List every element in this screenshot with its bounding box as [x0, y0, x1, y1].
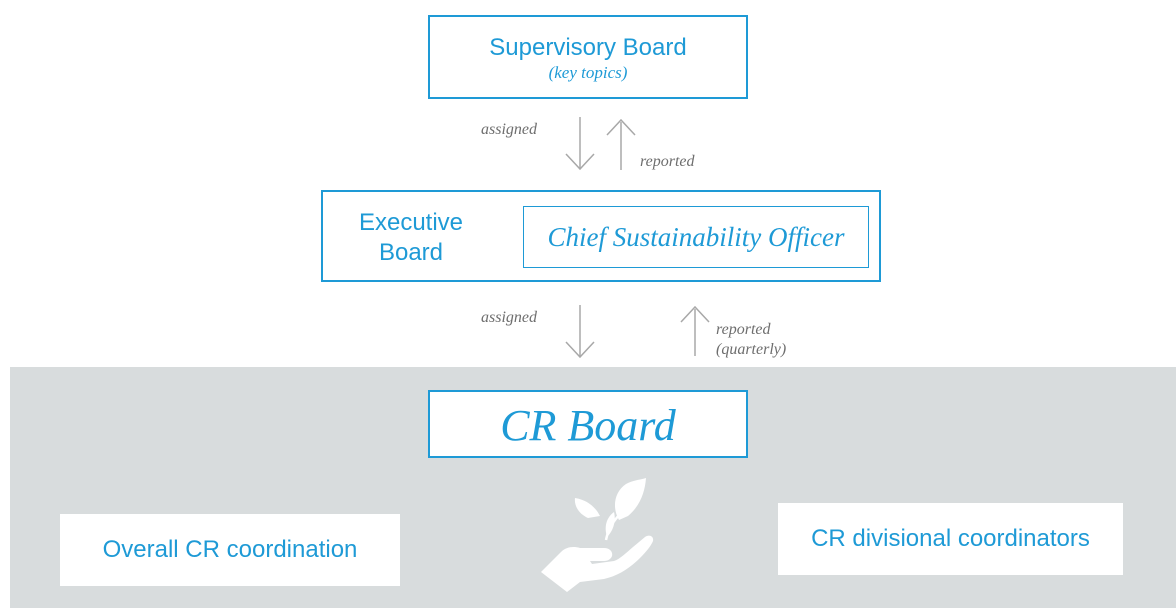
overall-cr-coordination-box: Overall CR coordination	[60, 514, 400, 586]
assigned-label-middle: assigned	[481, 309, 537, 326]
supervisory-board-title: Supervisory Board	[489, 34, 687, 61]
executive-board-box: Executive Board Chief Sustainability Off…	[321, 190, 881, 282]
cso-title: Chief Sustainability Officer	[547, 222, 845, 252]
executive-board-label-line2: Board	[378, 239, 444, 266]
supervisory-board-subtitle: (key topics)	[548, 63, 628, 82]
arrow-down-assigned-top	[565, 117, 595, 171]
arrow-up-reported-middle	[680, 305, 710, 356]
cr-board-title: CR Board	[500, 401, 676, 450]
cr-divisional-coordinators-label: CR divisional coordinators	[811, 525, 1090, 552]
overall-cr-coordination-label: Overall CR coordination	[102, 536, 358, 563]
executive-board-label: Executive Board	[351, 208, 471, 268]
arrow-down-assigned-middle	[565, 305, 595, 359]
supervisory-board-box: Supervisory Board (key topics)	[428, 15, 748, 99]
reported-label-top: reported	[640, 153, 695, 170]
cso-box: Chief Sustainability Officer	[523, 206, 869, 268]
executive-board-label-line1: Executive	[358, 209, 464, 236]
assigned-label-top: assigned	[481, 121, 537, 138]
arrow-up-reported-top	[606, 118, 636, 170]
reported-label-middle: reported (quarterly)	[716, 320, 786, 360]
hand-holding-plant-icon	[541, 478, 654, 592]
cr-divisional-coordinators-box: CR divisional coordinators	[778, 503, 1123, 575]
reported-label-middle-line1: reported	[716, 321, 771, 338]
reported-label-middle-line2: (quarterly)	[716, 341, 787, 358]
cr-board-box: CR Board	[428, 390, 748, 458]
